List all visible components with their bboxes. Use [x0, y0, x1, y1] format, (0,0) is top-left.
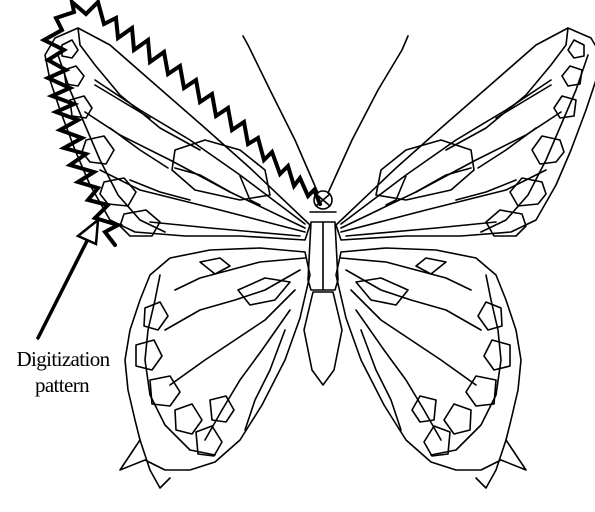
left-forewing: [45, 28, 310, 240]
left-hindwing: [120, 248, 310, 488]
digitization-zigzag: [44, 2, 320, 245]
annotation-label-line1: Digitization: [0, 346, 126, 372]
annotation-arrow: [38, 220, 98, 338]
annotation-label-line2: pattern: [12, 372, 112, 398]
